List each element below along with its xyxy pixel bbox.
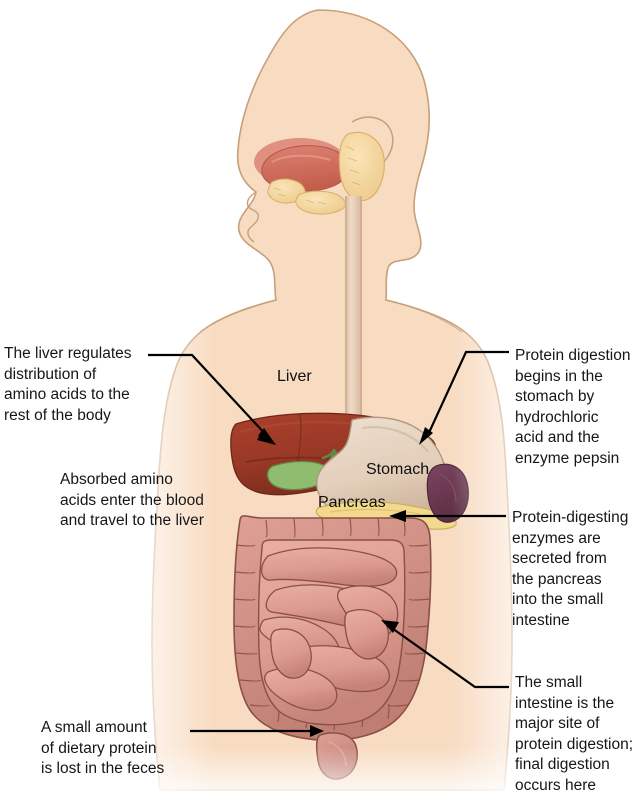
callout-pancreas-enzymes: Protein-digesting enzymes are secreted f… — [512, 509, 629, 629]
leader-line-stomach — [426, 350, 509, 438]
leader-line-liver — [148, 353, 269, 438]
callout-liver-regulation: The liver regulates distribution of amin… — [4, 345, 132, 424]
callout-stomach-protein-digestion: Protein digestion begins in the stomach … — [515, 347, 631, 467]
organ-label-pancreas: Pancreas — [318, 494, 386, 511]
arrowhead-stomach — [419, 427, 433, 445]
arrowhead-feces — [310, 725, 324, 737]
callout-small-intestine-site: The small intestine is the major site of… — [515, 674, 634, 794]
callout-feces-loss: A small amount of dietary protein is los… — [41, 719, 165, 777]
organ-label-stomach: Stomach — [366, 461, 430, 478]
arrowhead-pancreas — [389, 510, 406, 522]
callout-absorbed-amino-acids: Absorbed amino acids enter the blood and… — [60, 471, 204, 529]
arrowhead-liver-2 — [257, 428, 276, 445]
salivary-glands — [267, 132, 385, 215]
organ-label-liver: Liver — [277, 368, 312, 385]
arrowhead-small-intestine — [381, 620, 399, 633]
esophagus — [345, 196, 362, 424]
leader-line-small-intestine — [388, 625, 509, 689]
